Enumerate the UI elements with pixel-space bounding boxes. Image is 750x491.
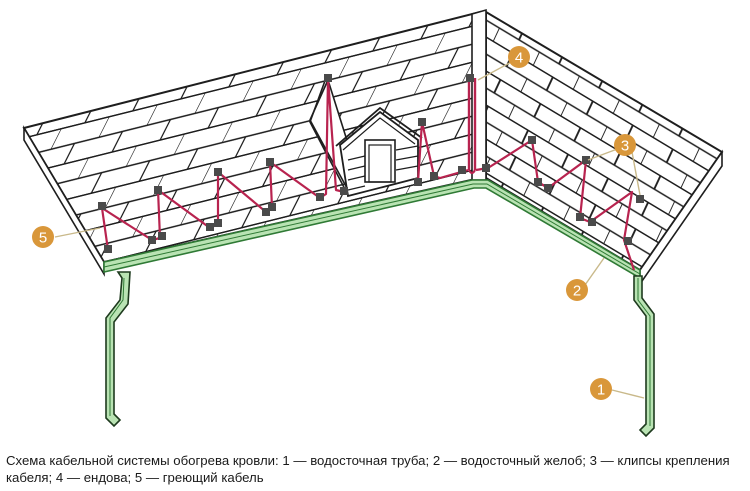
roof-valley — [467, 8, 487, 181]
badge-number: 2 — [573, 283, 581, 300]
diagram-caption: Схема кабельной системы обогрева кровли:… — [6, 453, 730, 485]
label-badge-1: 1 — [590, 378, 612, 400]
badge-number: 4 — [515, 50, 523, 67]
label-badge-2: 2 — [566, 279, 588, 301]
label-badge-4: 4 — [508, 46, 530, 68]
badge-number: 5 — [39, 230, 47, 247]
label-badge-3: 3 — [614, 134, 636, 156]
cable-clips — [98, 74, 644, 253]
downspout-left — [105, 271, 131, 428]
label-badge-5: 5 — [32, 226, 54, 248]
badge-number: 1 — [597, 382, 605, 399]
downspout-right — [633, 275, 655, 438]
leader-lines — [54, 59, 645, 399]
badge-number: 3 — [621, 138, 629, 155]
roof-heating-diagram: 1 2 3 4 5 — [22, 8, 724, 438]
